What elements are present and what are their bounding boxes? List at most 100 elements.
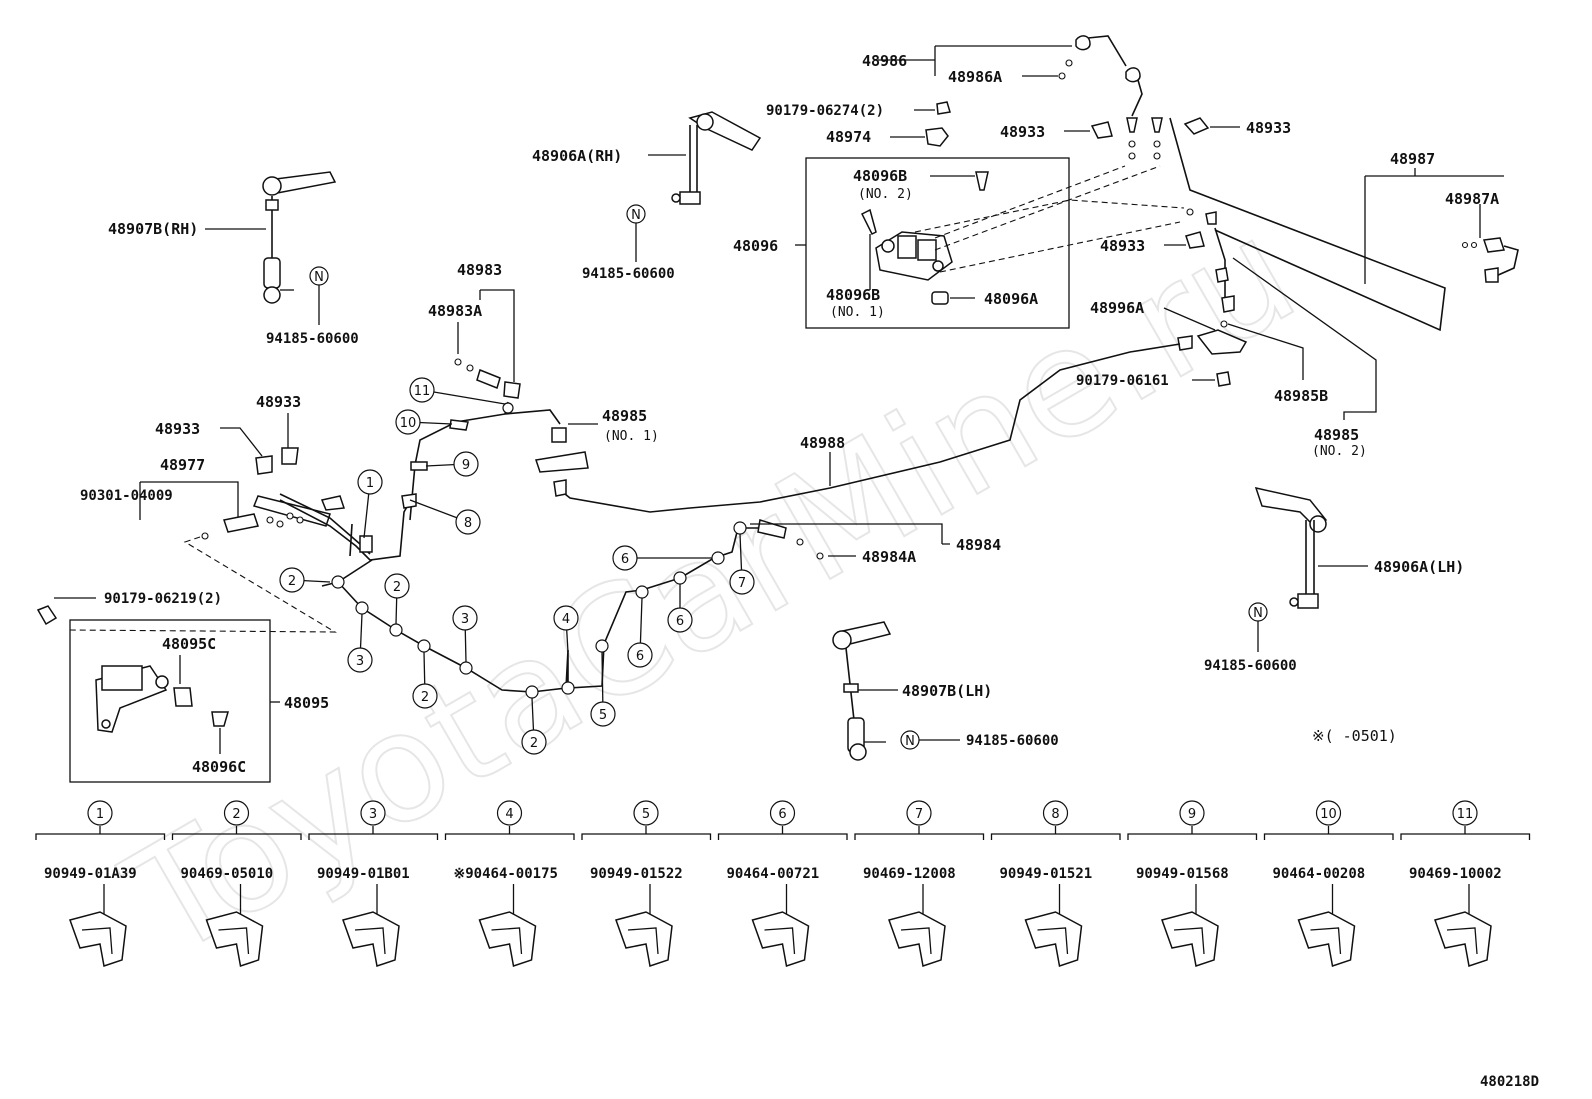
part-48096B-no2-sub: (NO. 2) — [858, 187, 913, 202]
clamp-drawing — [1297, 911, 1356, 967]
callout-number: 7 — [738, 576, 746, 591]
part-48974[interactable]: 48974 — [826, 128, 871, 146]
callout-number: 6 — [676, 614, 684, 629]
clamp-part-number: 90464-00208 — [1273, 866, 1366, 882]
clamp-item-3[interactable]: 3 90949-01B01 — [308, 800, 439, 967]
callout-circle — [612, 545, 638, 571]
clamp-drawing — [751, 911, 810, 967]
valve-body-drawing — [860, 208, 953, 281]
height-sensor-arm-lh-drawing — [1254, 486, 1328, 609]
clamp-part-number: 90949-01A39 — [44, 866, 137, 882]
part-48983[interactable]: 48983 — [457, 261, 502, 279]
clamp-number-circle — [1042, 800, 1069, 826]
callout-circle — [553, 605, 579, 631]
callout-number: 10 — [400, 416, 417, 431]
note-n-marker: N — [314, 270, 324, 285]
part-48986A[interactable]: 48986A — [948, 68, 1002, 86]
part-48985-no2[interactable]: 48985 — [1314, 426, 1359, 444]
part-48933-upper-a[interactable]: 48933 — [1000, 123, 1045, 141]
part-94185-60600-lh-link[interactable]: 94185-60600 — [966, 733, 1059, 749]
part-90179-06274[interactable]: 90179-06274(2) — [766, 103, 884, 119]
note-n-marker: N — [631, 208, 641, 223]
clamp-part-number: 90949-01B01 — [317, 866, 410, 882]
part-48906A-LH[interactable]: 48906A(LH) — [1374, 558, 1464, 576]
part-48984A[interactable]: 48984A — [862, 548, 916, 566]
clamp-number-circle — [496, 800, 523, 826]
part-48987A[interactable]: 48987A — [1445, 190, 1499, 208]
part-48984[interactable]: 48984 — [956, 536, 1001, 554]
callout-circle — [590, 701, 616, 727]
clamp-drawing — [478, 911, 537, 967]
part-48933-right[interactable]: 48933 — [1100, 237, 1145, 255]
clamp-drawing — [1161, 911, 1219, 967]
clamp-number-circle — [1452, 800, 1478, 826]
pipe-48988 — [559, 343, 1181, 513]
part-48096A[interactable]: 48096A — [984, 290, 1038, 308]
part-48987[interactable]: 48987 — [1390, 150, 1435, 168]
part-48933-upper-b[interactable]: 48933 — [1246, 119, 1291, 137]
clamp-number: 10 — [1320, 807, 1337, 822]
part-48977[interactable]: 48977 — [160, 456, 205, 474]
diagram-code: 480218D — [1480, 1074, 1539, 1090]
part-94185-60600-lh-arm[interactable]: 94185-60600 — [1204, 658, 1297, 674]
callout-number: 3 — [356, 654, 364, 669]
callout-number: 2 — [530, 736, 538, 751]
clamp-part-number: 90464-00721 — [727, 866, 820, 882]
clamp-part-number: 90469-12008 — [863, 866, 956, 882]
part-90301-04009[interactable]: 90301-04009 — [80, 488, 173, 504]
callout-circle — [384, 573, 410, 599]
clamp-number-circle — [633, 800, 659, 826]
height-sensor-link-lh-drawing — [832, 621, 892, 761]
part-48907B-LH[interactable]: 48907B(LH) — [902, 682, 992, 700]
part-48985-no1[interactable]: 48985 — [602, 407, 647, 425]
clamp-item-6[interactable]: 6 90464-00721 — [717, 800, 848, 967]
clamp-number: 6 — [778, 807, 786, 822]
callout-number: 6 — [636, 649, 644, 664]
part-48096C[interactable]: 48096C — [192, 758, 246, 776]
part-94185-60600-rh-link[interactable]: 94185-60600 — [266, 331, 359, 347]
clamp-part-number: 90469-05010 — [181, 866, 274, 882]
part-48985B[interactable]: 48985B — [1274, 387, 1328, 405]
clamp-part-number: 90949-01522 — [590, 866, 683, 882]
callout-number: 8 — [464, 516, 472, 531]
callout-circle — [452, 605, 478, 631]
clamp-number: 3 — [369, 807, 377, 822]
callout-circle — [453, 451, 479, 477]
clamp-drawing — [69, 911, 127, 967]
part-48907B-RH[interactable]: 48907B(RH) — [108, 220, 198, 238]
part-48096[interactable]: 48096 — [733, 237, 778, 255]
part-94185-60600-rh-arm[interactable]: 94185-60600 — [582, 266, 675, 282]
part-48986[interactable]: 48986 — [862, 52, 907, 70]
part-48095[interactable]: 48095 — [284, 694, 329, 712]
part-90179-06219[interactable]: 90179-06219(2) — [104, 591, 222, 607]
clamp-item-10[interactable]: 10 90464-00208 — [1263, 800, 1394, 967]
clamp-part-number: ※90464-00175 — [454, 866, 558, 882]
part-48906A-RH[interactable]: 48906A(RH) — [532, 147, 622, 165]
note-n-marker: N — [1253, 606, 1263, 621]
part-90179-06161[interactable]: 90179-06161 — [1076, 373, 1169, 389]
part-48096B-no1[interactable]: 48096B — [826, 286, 880, 304]
part-48933-left-a[interactable]: 48933 — [256, 393, 301, 411]
part-48933-left-b[interactable]: 48933 — [155, 420, 200, 438]
part-48096B-no2[interactable]: 48096B — [853, 167, 907, 185]
part-48988[interactable]: 48988 — [800, 434, 845, 452]
part-48095C[interactable]: 48095C — [162, 635, 216, 653]
part-48983A[interactable]: 48983A — [428, 302, 482, 320]
callout-number: 6 — [621, 552, 629, 567]
clamp-drawing — [1434, 911, 1492, 967]
clamp-item-4[interactable]: 4※90464-00175 — [444, 800, 575, 967]
callout-circle — [667, 607, 693, 633]
part-48996A[interactable]: 48996A — [1090, 299, 1144, 317]
callout-circle — [521, 729, 547, 755]
callout-number: 2 — [288, 574, 296, 589]
valve-assembly-box — [805, 157, 1070, 329]
date-note: ※( -0501) — [1312, 727, 1397, 745]
